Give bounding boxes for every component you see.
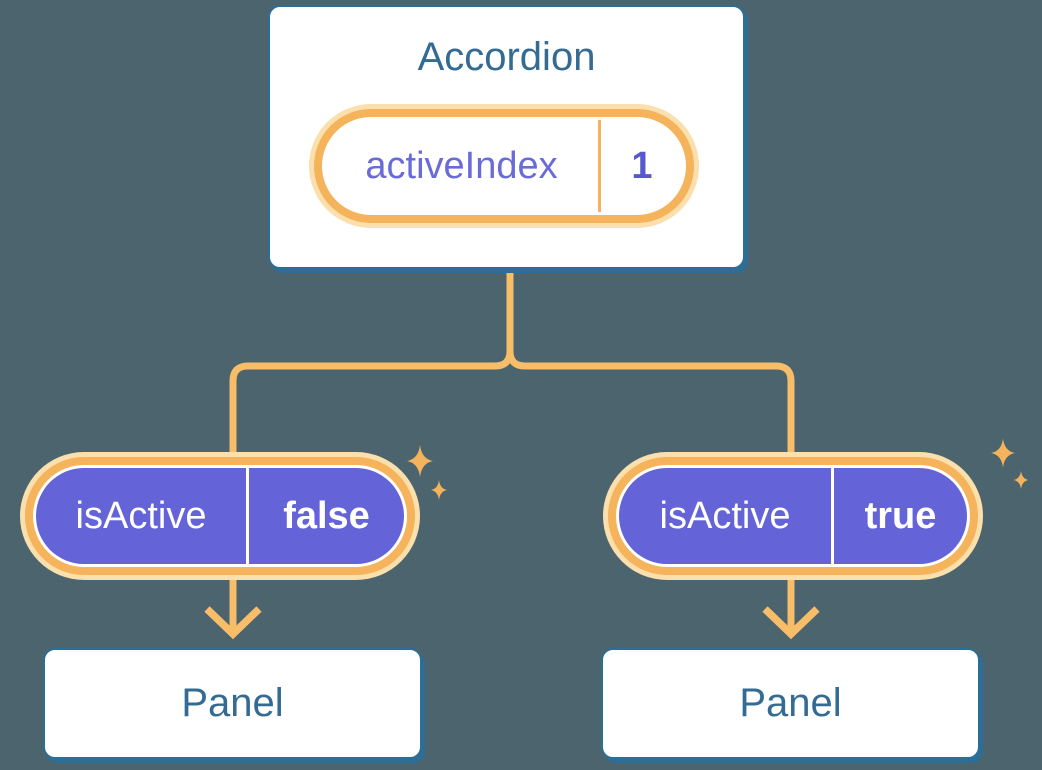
prop-value: true xyxy=(864,494,937,537)
sparkle-icon xyxy=(407,445,447,500)
prop-pill-right: isActive true xyxy=(603,452,983,580)
sparkle-icon xyxy=(991,438,1029,489)
state-name: activeIndex xyxy=(365,144,558,187)
prop-pill-ring: isActive true xyxy=(608,457,978,575)
panel-title: Panel xyxy=(181,681,284,725)
panel-title: Panel xyxy=(739,681,842,725)
prop-name: isActive xyxy=(75,494,207,537)
fork-line-left xyxy=(229,268,514,455)
prop-name: isActive xyxy=(659,494,791,537)
pill-divider xyxy=(598,120,601,212)
down-arrow-icon xyxy=(204,575,262,640)
accordion-title: Accordion xyxy=(417,35,596,79)
prop-value: false xyxy=(283,494,370,537)
panel-box-left: Panel xyxy=(43,648,422,759)
state-value: 1 xyxy=(631,144,653,187)
prop-pill-ring: isActive false xyxy=(25,457,415,575)
pill-divider xyxy=(831,468,834,564)
pill-divider xyxy=(246,468,249,564)
down-arrow-icon xyxy=(762,575,820,640)
state-pill: activeIndex 1 xyxy=(309,104,699,228)
state-pill-ring: activeIndex 1 xyxy=(314,109,694,223)
accordion-box: Accordion activeIndex 1 xyxy=(268,5,745,269)
prop-pill-left: isActive false xyxy=(20,452,420,580)
fork-line-right xyxy=(506,268,795,455)
panel-box-right: Panel xyxy=(601,648,980,759)
